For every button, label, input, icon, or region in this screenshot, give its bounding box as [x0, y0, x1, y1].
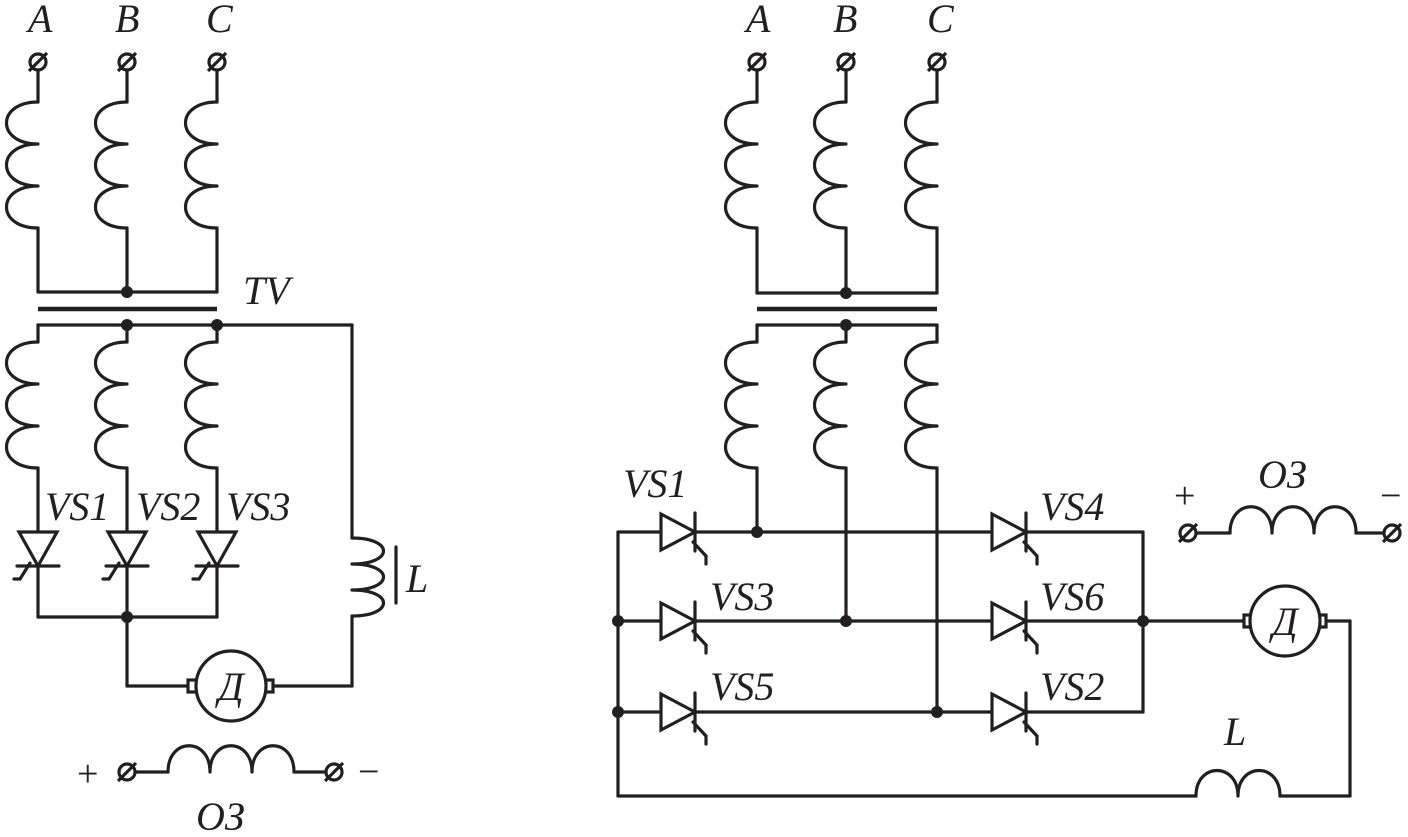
- left-inductor-label: L: [405, 556, 428, 601]
- right-bridge-wiring: [612, 526, 1352, 798]
- left-field-winding: [116, 744, 345, 783]
- right-thyristor-vs1-icon: [659, 511, 708, 566]
- right-thyristor-label-vs6: VS6: [1040, 574, 1104, 619]
- right-thyristor-label-vs4: VS4: [1040, 484, 1104, 529]
- left-thyristor-label-vs2: VS2: [136, 484, 200, 529]
- right-thyristor-vs6-icon: [990, 600, 1039, 655]
- left-secondary-windings: [4, 319, 354, 534]
- right-motor-icon: [1242, 584, 1328, 658]
- right-terminal-a-icon: [746, 51, 768, 73]
- right-thyristor-vs3-icon: [659, 600, 708, 655]
- right-field-winding: [1177, 505, 1403, 544]
- right-motor-label: Д: [1268, 599, 1300, 644]
- left-phase-label-b: B: [115, 0, 139, 41]
- left-thyristor-label-vs3: VS3: [226, 484, 290, 529]
- left-circuit: A B C TV: [4, 0, 428, 837]
- right-terminal-b-icon: [835, 51, 857, 73]
- right-field-minus: −: [1380, 475, 1401, 517]
- right-field-plus: +: [1174, 475, 1195, 517]
- right-thyristor-label-vs5: VS5: [710, 664, 774, 709]
- left-cathode-bus: [36, 564, 219, 688]
- right-terminal-c-icon: [926, 51, 948, 73]
- right-circuit: A B C: [612, 0, 1403, 798]
- right-phase-label-a: A: [743, 0, 771, 41]
- left-phase-label-a: A: [25, 0, 53, 41]
- right-thyristor-label-vs1: VS1: [623, 461, 687, 506]
- left-transformer-label: TV: [243, 268, 294, 313]
- right-phase-label-b: B: [833, 0, 857, 41]
- left-inductor: [350, 323, 398, 688]
- left-field-plus: +: [77, 753, 98, 795]
- right-secondary-windings: [723, 319, 939, 714]
- left-thyristor-label-vs1: VS1: [45, 484, 109, 529]
- left-terminal-a-icon: [27, 51, 49, 73]
- right-primary-windings: [723, 68, 939, 299]
- right-field-label: ОЗ: [1258, 452, 1307, 497]
- left-field-label: ОЗ: [196, 794, 245, 832]
- right-thyristor-vs2-icon: [990, 691, 1039, 746]
- right-thyristor-label-vs3: VS3: [710, 574, 774, 619]
- left-motor-icon: [186, 649, 354, 723]
- right-thyristor-label-vs2: VS2: [1040, 664, 1104, 709]
- right-phase-label-c: C: [927, 0, 955, 41]
- right-thyristor-vs5-icon: [659, 691, 708, 746]
- left-primary-windings: [4, 68, 219, 298]
- right-thyristor-vs4-icon: [990, 511, 1039, 566]
- left-terminal-c-icon: [206, 51, 228, 73]
- right-inductor-label: L: [1223, 709, 1246, 754]
- left-phase-label-c: C: [206, 0, 234, 41]
- left-terminal-b-icon: [116, 51, 138, 73]
- left-field-minus: −: [358, 751, 379, 793]
- left-motor-label: Д: [214, 664, 246, 709]
